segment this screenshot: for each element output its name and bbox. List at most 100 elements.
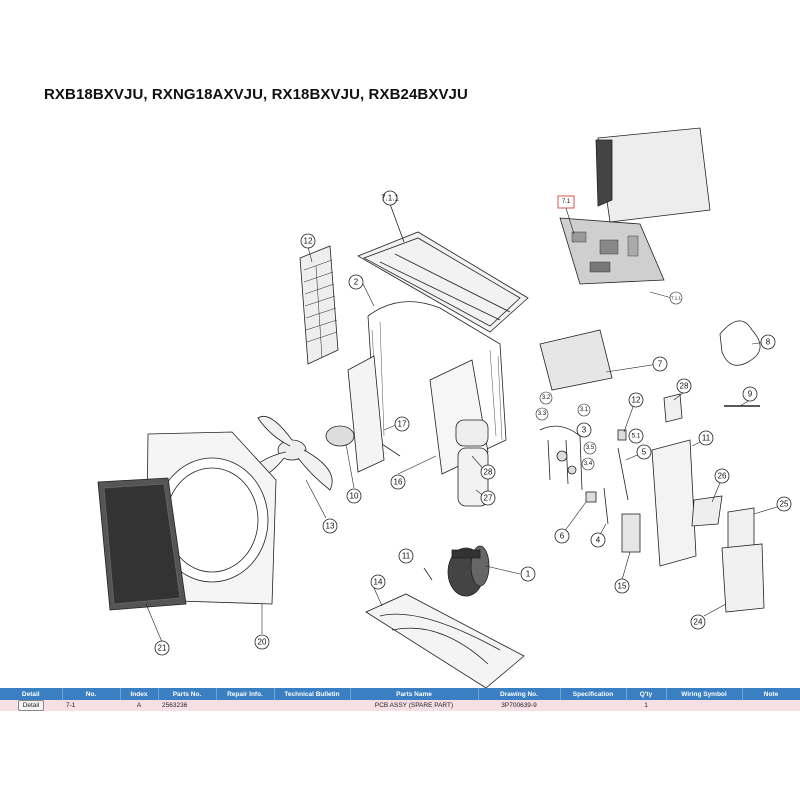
svg-text:28: 28 <box>680 382 689 391</box>
svg-text:5: 5 <box>642 448 647 457</box>
diagram-title: RXB18BXVJU, RXNG18AXVJU, RX18BXVJU, RXB2… <box>44 86 468 103</box>
callout-3-1[interactable]: 3.1 <box>577 403 591 417</box>
svg-text:7.1: 7.1 <box>562 199 571 205</box>
callout-21[interactable]: 16 <box>390 474 406 490</box>
callout-5-1[interactable]: 5.1 <box>628 428 644 444</box>
callout-6[interactable]: 6 <box>554 528 570 544</box>
svg-text:3.4: 3.4 <box>584 461 593 467</box>
col-detail: Detail <box>0 688 63 700</box>
svg-text:11: 11 <box>402 552 411 561</box>
callout-7-1-1[interactable]: 7.1.1 <box>669 291 683 305</box>
svg-text:27: 27 <box>484 494 493 503</box>
note-cell <box>742 700 800 711</box>
callout-4[interactable]: 4 <box>590 532 606 548</box>
svg-text:17: 17 <box>398 420 407 429</box>
callout-11[interactable]: 11 <box>398 548 414 564</box>
callout-3-3[interactable]: 3.3 <box>535 407 549 421</box>
col-index: Index <box>120 688 159 700</box>
svg-text:12: 12 <box>304 237 313 246</box>
callout-10[interactable]: 10 <box>346 488 362 504</box>
qty-cell: 1 <box>626 700 666 711</box>
callout-18[interactable]: 12 <box>300 233 316 249</box>
svg-text:25: 25 <box>780 500 789 509</box>
callout-3[interactable]: 3 <box>576 422 592 438</box>
svg-text:24: 24 <box>694 618 703 627</box>
col-note: Note <box>742 688 800 700</box>
col-qty: Q'ty <box>626 688 667 700</box>
callout-23[interactable]: 24 <box>690 614 706 630</box>
svg-text:11: 11 <box>702 434 711 443</box>
svg-text:16: 16 <box>394 478 403 487</box>
part-pcb-assy <box>559 217 665 285</box>
part-heat-exchanger <box>367 301 507 457</box>
callout-9[interactable]: 9 <box>742 386 758 402</box>
svg-text:3.1: 3.1 <box>580 407 589 413</box>
callout-19[interactable]: 20 <box>254 634 270 650</box>
parts-table: Detail No. Index Parts No. Repair Info. … <box>0 688 800 711</box>
callout-27[interactable]: 28 <box>480 464 496 480</box>
callout-15[interactable]: 15 <box>614 578 630 594</box>
table-row[interactable]: Detail 7-1 A 2563236 PCB ASSY (SPARE PAR… <box>0 700 800 711</box>
callout-7-1[interactable]: 7.1 <box>557 195 575 209</box>
part-valve-assembly <box>539 425 583 491</box>
callout-20[interactable]: 21 <box>154 640 170 656</box>
svg-text:4: 4 <box>596 536 601 545</box>
svg-text:8: 8 <box>766 338 771 347</box>
callout-3-4[interactable]: 3.4 <box>581 457 595 471</box>
drawing-no-cell: 3P700639-9 <box>478 700 560 711</box>
part-compressor <box>447 545 490 597</box>
callout-17[interactable]: 11 <box>698 430 714 446</box>
parts-no-cell: 2563236 <box>158 700 216 711</box>
svg-text:28: 28 <box>484 468 493 477</box>
callout-7[interactable]: 7 <box>652 356 668 372</box>
spec-cell <box>560 700 626 711</box>
callout-12[interactable]: 12 <box>628 392 644 408</box>
callout-25[interactable]: 26 <box>714 468 730 484</box>
part-top-panel <box>357 231 529 333</box>
svg-text:13: 13 <box>326 522 335 531</box>
part-side-grille <box>299 245 339 365</box>
svg-text:10: 10 <box>350 492 359 501</box>
index-cell: A <box>120 700 158 711</box>
callout-16[interactable]: 7.1.1 <box>381 190 399 206</box>
detail-button[interactable]: Detail <box>17 700 45 711</box>
col-repair-info: Repair Info. <box>216 688 275 700</box>
svg-text:2: 2 <box>354 278 359 287</box>
callout-14[interactable]: 14 <box>370 574 386 590</box>
callout-26[interactable]: 27 <box>480 490 496 506</box>
callout-5[interactable]: 5 <box>636 444 652 460</box>
svg-text:26: 26 <box>718 472 727 481</box>
parts-name-cell: PCB ASSY (SPARE PART) <box>350 700 478 711</box>
col-drawing-no: Drawing No. <box>478 688 561 700</box>
repair-cell <box>216 700 274 711</box>
callout-3-2[interactable]: 3.2 <box>539 391 553 405</box>
callout-3-5[interactable]: 3.5 <box>583 441 597 455</box>
svg-text:3.2: 3.2 <box>542 395 551 401</box>
table-header-row: Detail No. Index Parts No. Repair Info. … <box>0 688 800 700</box>
svg-text:21: 21 <box>158 644 167 653</box>
svg-text:9: 9 <box>748 390 753 399</box>
svg-text:12: 12 <box>632 396 641 405</box>
col-technical-bulletin: Technical Bulletin <box>274 688 351 700</box>
svg-text:6: 6 <box>560 532 565 541</box>
callout-2[interactable]: 2 <box>348 274 364 290</box>
callout-8[interactable]: 8 <box>760 334 776 350</box>
callout-1[interactable]: 1 <box>520 566 536 582</box>
callout-13[interactable]: 13 <box>322 518 338 534</box>
svg-text:5.1: 5.1 <box>631 433 640 440</box>
svg-text:7.1.1: 7.1.1 <box>381 194 399 203</box>
svg-text:3.5: 3.5 <box>586 445 595 451</box>
svg-text:7.1.1: 7.1.1 <box>671 296 682 301</box>
svg-text:3.3: 3.3 <box>538 411 547 417</box>
wiring-cell <box>666 700 742 711</box>
callout-24[interactable]: 25 <box>776 496 792 512</box>
col-wiring-symbol: Wiring Symbol <box>666 688 743 700</box>
no-cell: 7-1 <box>62 700 120 711</box>
col-parts-name: Parts Name <box>350 688 479 700</box>
svg-text:1: 1 <box>526 570 531 579</box>
svg-text:3: 3 <box>582 426 587 435</box>
callout-28[interactable]: 28 <box>676 378 692 394</box>
exploded-parts-diagram: 7.1.1 12 2 17 10 13 16 28 27 7.1 7.1.1 7… <box>97 127 792 689</box>
detail-cell: Detail <box>0 700 62 711</box>
callout-22[interactable]: 17 <box>394 416 410 432</box>
